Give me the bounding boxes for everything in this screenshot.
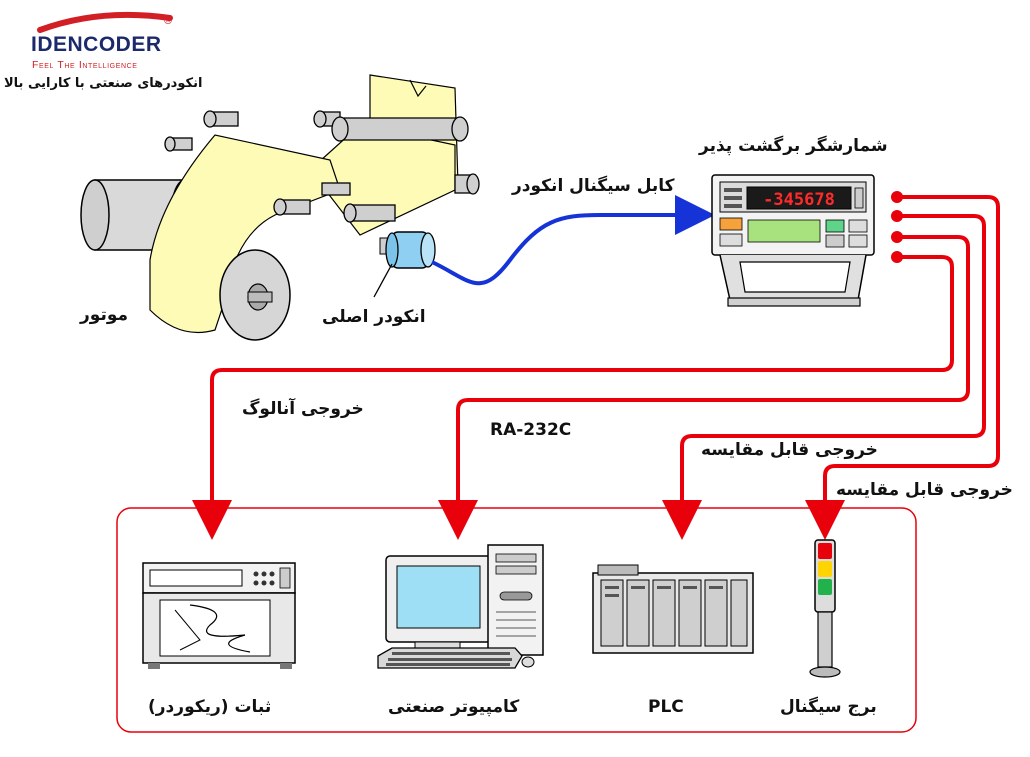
label-main-encoder: انکودر اصلی	[322, 307, 426, 327]
main-encoder-icon	[379, 231, 436, 269]
label-industrial-pc: کامپیوتر صنعتی	[388, 697, 520, 717]
label-plc: PLC	[648, 697, 684, 717]
recorder-icon	[142, 562, 296, 669]
logo-subtitle: انکودرهای صنعتی با کارایی بالا	[4, 76, 203, 91]
compare-output-line-1	[662, 214, 986, 540]
counter-display-value: -345678	[763, 190, 835, 210]
devices-frame	[116, 507, 917, 733]
label-recorder: ثبات (ریکوردر)	[148, 697, 272, 717]
label-motor: موتور	[80, 305, 129, 325]
compare-output-line-2	[805, 195, 1000, 540]
signal-tower-icon	[809, 539, 841, 678]
plc-icon	[592, 564, 754, 654]
logo-swoosh	[37, 11, 173, 33]
output-terminals	[891, 191, 903, 263]
output-lines	[192, 195, 1000, 540]
label-encoder-cable: کابل سیگنال انکودر	[512, 176, 675, 196]
encoder-cable-line	[431, 195, 715, 286]
label-compare-output-1: خروجی قابل مقایسه	[701, 440, 878, 460]
machine-illustration	[80, 74, 480, 341]
analog-output-line	[192, 255, 954, 540]
logo-tagline: Feel The Intelligence	[32, 59, 138, 71]
label-compare-output-2: خروجی قابل مقایسه	[836, 480, 1013, 500]
label-signal-tower: برج سیگنال	[780, 697, 877, 717]
logo-brand: IDENCODER	[31, 33, 162, 56]
label-rs232: RA-232C	[490, 420, 572, 440]
rs232-line	[438, 235, 970, 540]
label-analog-output: خروجی آنالوگ	[242, 399, 364, 419]
logo-registered-mark: ®	[163, 16, 173, 27]
industrial-pc-icon	[377, 544, 544, 669]
counter-device-icon	[711, 174, 875, 307]
label-counter: شمارشگر برگشت پذیر	[699, 136, 888, 156]
